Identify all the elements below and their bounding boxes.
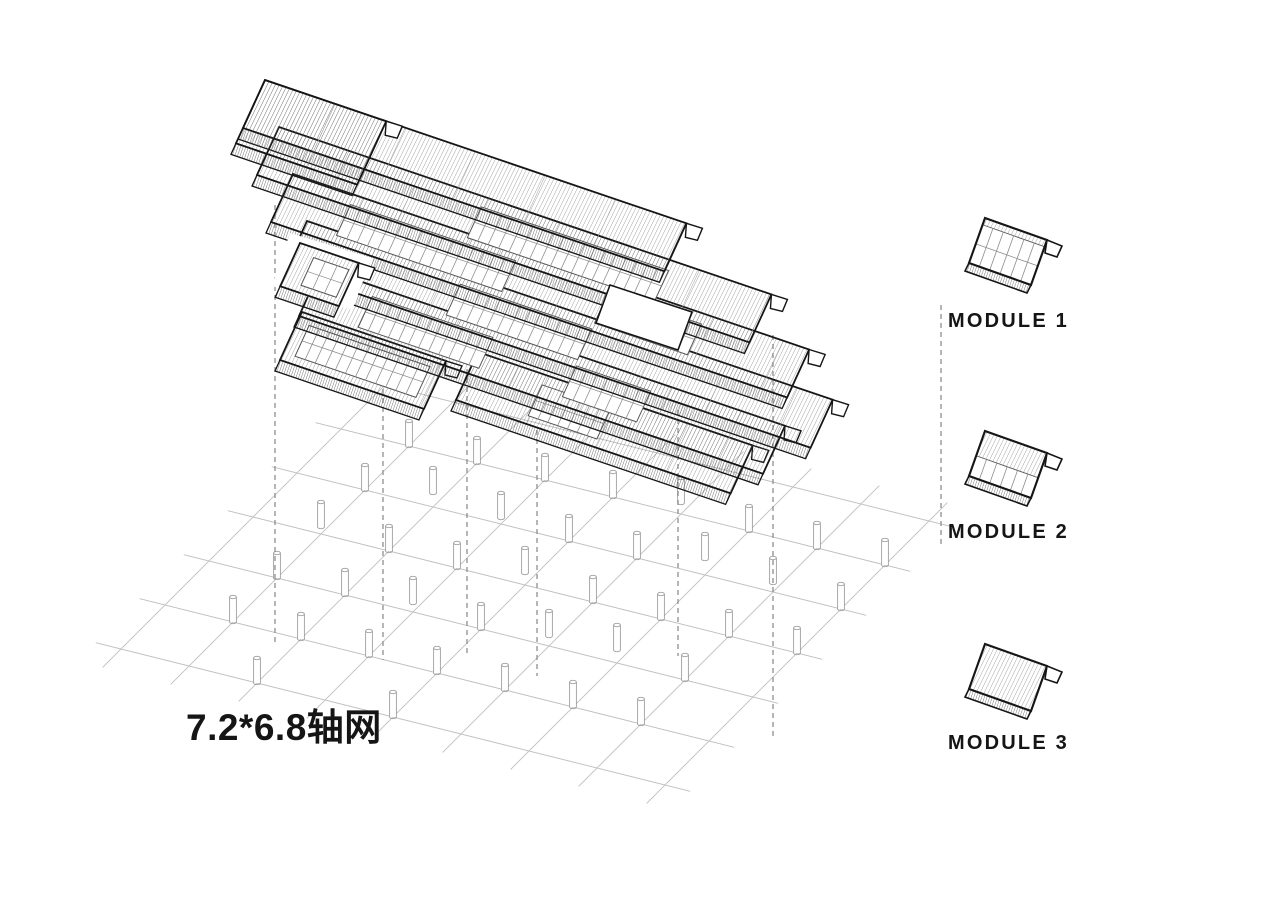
grid-column: [273, 550, 281, 581]
grid-column: [745, 503, 753, 534]
grid-column: [613, 622, 621, 653]
grid-column: [793, 625, 801, 656]
grid-dimension-label: 7.2*6.8轴网: [186, 707, 382, 748]
grid-column: [521, 545, 529, 576]
grid-column: [569, 679, 577, 710]
grid-column: [253, 655, 261, 686]
grid-column: [813, 520, 821, 551]
grid-column: [681, 652, 689, 683]
module-1-label: MODULE 1: [948, 310, 1069, 332]
roof-opening: [594, 283, 694, 352]
grid-column: [541, 452, 549, 483]
module-1-drawing: [963, 216, 1064, 294]
grid-column: [385, 523, 393, 554]
grid-column: [633, 530, 641, 561]
grid-column: [637, 696, 645, 727]
grid-column: [657, 591, 665, 622]
grid-column: [389, 689, 397, 720]
roof-band: [230, 78, 404, 197]
grid-column: [473, 435, 481, 466]
module-3-drawing: [963, 642, 1064, 720]
grid-column: [453, 540, 461, 571]
grid-column: [881, 537, 889, 568]
module-3-label: MODULE 3: [948, 732, 1069, 754]
grid-column: [429, 465, 437, 496]
grid-column: [589, 574, 597, 605]
grid-column: [701, 531, 709, 562]
grid-column: [405, 418, 413, 449]
grid-column: [501, 662, 509, 693]
grid-column: [229, 594, 237, 625]
roof-band: [274, 241, 376, 318]
grid-column: [565, 513, 573, 544]
columns-layer: [229, 418, 889, 727]
grid-column: [725, 608, 733, 639]
grid-column: [361, 462, 369, 493]
grid-column: [341, 567, 349, 598]
grid-column: [837, 581, 845, 612]
grid-column: [433, 645, 441, 676]
module-thumbnails-layer: [963, 216, 1064, 720]
grid-column: [545, 608, 553, 639]
grid-column: [477, 601, 485, 632]
grid-column: [409, 575, 417, 606]
roof-layer: [230, 78, 850, 506]
grid-column: [297, 611, 305, 642]
grid-column: [365, 628, 373, 659]
module-2-label: MODULE 2: [948, 521, 1069, 543]
module-2-drawing: [963, 429, 1064, 507]
grid-column: [497, 490, 505, 521]
grid-column: [317, 499, 325, 530]
grid-column: [609, 469, 617, 500]
